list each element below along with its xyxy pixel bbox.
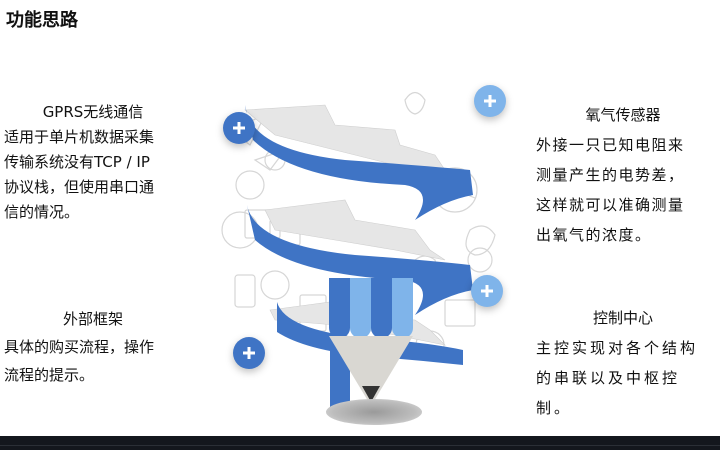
gprs-line: 信的情况。 — [4, 203, 80, 221]
gprs-line: 适用于单片机数据采集 — [4, 128, 155, 146]
gprs-heading: GPRS无线通信 — [42, 103, 144, 121]
plus-icon — [243, 347, 255, 359]
plus-button-gprs[interactable] — [223, 112, 255, 144]
plus-icon — [481, 285, 493, 297]
pencil — [329, 278, 413, 418]
page-title: 功能思路 — [6, 10, 78, 31]
external-frame-line: 流程的提示。 — [4, 366, 95, 384]
plus-button-control-center[interactable] — [471, 275, 503, 307]
spiral-ribbon — [245, 105, 473, 365]
bottom-bar — [0, 436, 720, 450]
plus-button-oxygen-sensor[interactable] — [474, 85, 506, 117]
oxygen-sensor-line: 这样就可以准确测量 — [536, 196, 685, 214]
control-center-line: 的串联以及中枢控 — [536, 369, 681, 387]
gprs-block: GPRS无线通信 适用于单片机数据采集 传输系统没有TCP / IP 协议栈，但… — [4, 100, 182, 225]
oxygen-sensor-block: 氧气传感器 外接一只已知电阻来 测量产生的电势差， 这样就可以准确测量 出氧气的… — [536, 100, 710, 250]
oxygen-sensor-line: 出氧气的浓度。 — [536, 226, 652, 244]
external-frame-line: 具体的购买流程，操作 — [4, 338, 155, 356]
plus-icon — [484, 95, 496, 107]
plus-button-external-frame[interactable] — [233, 337, 265, 369]
control-center-heading: 控制中心 — [592, 309, 653, 327]
oxygen-sensor-line: 测量产生的电势差， — [536, 166, 685, 184]
pencil-shadow — [326, 399, 422, 425]
oxygen-sensor-line: 外接一只已知电阻来 — [536, 136, 685, 154]
external-frame-heading: 外部框架 — [62, 310, 123, 328]
plus-icon — [233, 122, 245, 134]
external-frame-block: 外部框架 具体的购买流程，操作 流程的提示。 — [4, 305, 182, 389]
control-center-line: 主控实现对各个结构 — [536, 339, 699, 357]
gprs-line: 传输系统没有TCP / IP — [4, 153, 150, 171]
oxygen-sensor-heading: 氧气传感器 — [585, 106, 661, 124]
control-center-block: 控制中心 主控实现对各个结构 的串联以及中枢控 制。 — [536, 303, 710, 423]
control-center-line: 制。 — [536, 399, 573, 417]
gprs-line: 协议栈，但使用串口通 — [4, 178, 155, 196]
